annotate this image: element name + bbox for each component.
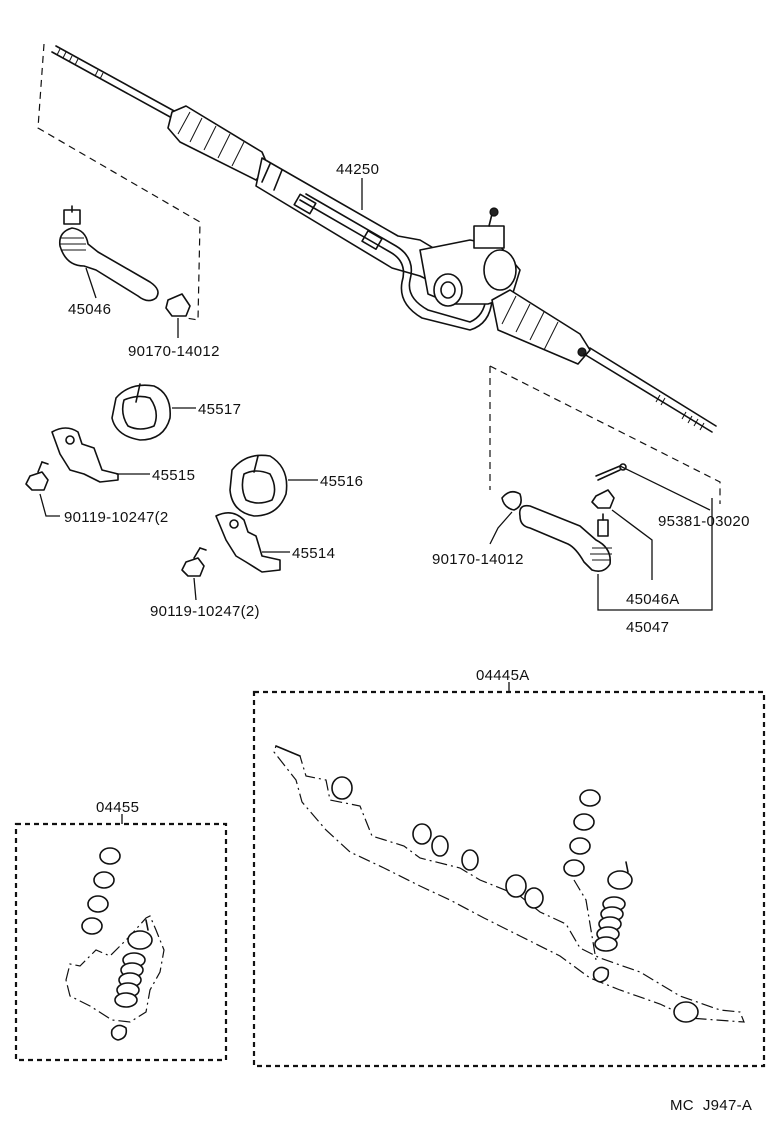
kit-04455-frame (14, 814, 228, 1062)
guide-line-left (37, 43, 201, 321)
bushing-lower (229, 454, 318, 517)
label-90170-14012-right: 90170-14012 (432, 551, 524, 568)
bolt-right (181, 547, 207, 601)
tie-rod-end-left (58, 205, 159, 302)
label-45047: 45047 (626, 619, 669, 636)
cotter-pin (595, 463, 711, 511)
kit-04445a-frame (252, 682, 766, 1068)
label-90119-10247-right: 90119-10247(2) (150, 603, 260, 620)
bolt-left (25, 461, 60, 517)
label-04445a: 04445A (476, 667, 530, 684)
label-95381-03020: 95381-03020 (658, 513, 750, 530)
label-45516: 45516 (320, 473, 363, 490)
castle-nut-left (165, 293, 191, 338)
label-45515: 45515 (152, 467, 195, 484)
label-44250: 44250 (336, 161, 379, 178)
label-04455: 04455 (96, 799, 139, 816)
tie-rod-end-right (518, 498, 713, 611)
steering-rack-assembly (51, 45, 717, 433)
castle-nut-right (591, 489, 653, 580)
nut-right (489, 490, 522, 545)
label-45514: 45514 (292, 545, 335, 562)
label-90119-10247-left: 90119-10247(2 (64, 509, 169, 526)
label-45517: 45517 (198, 401, 241, 418)
label-45046: 45046 (68, 301, 111, 318)
label-45046a: 45046A (626, 591, 680, 608)
guide-line-right (489, 365, 721, 504)
label-90170-14012-left: 90170-14012 (128, 343, 220, 360)
bracket-right (215, 512, 290, 573)
bushing-upper (111, 383, 196, 441)
bracket-left (51, 427, 150, 483)
footer-code: MC J947-A (670, 1097, 752, 1114)
